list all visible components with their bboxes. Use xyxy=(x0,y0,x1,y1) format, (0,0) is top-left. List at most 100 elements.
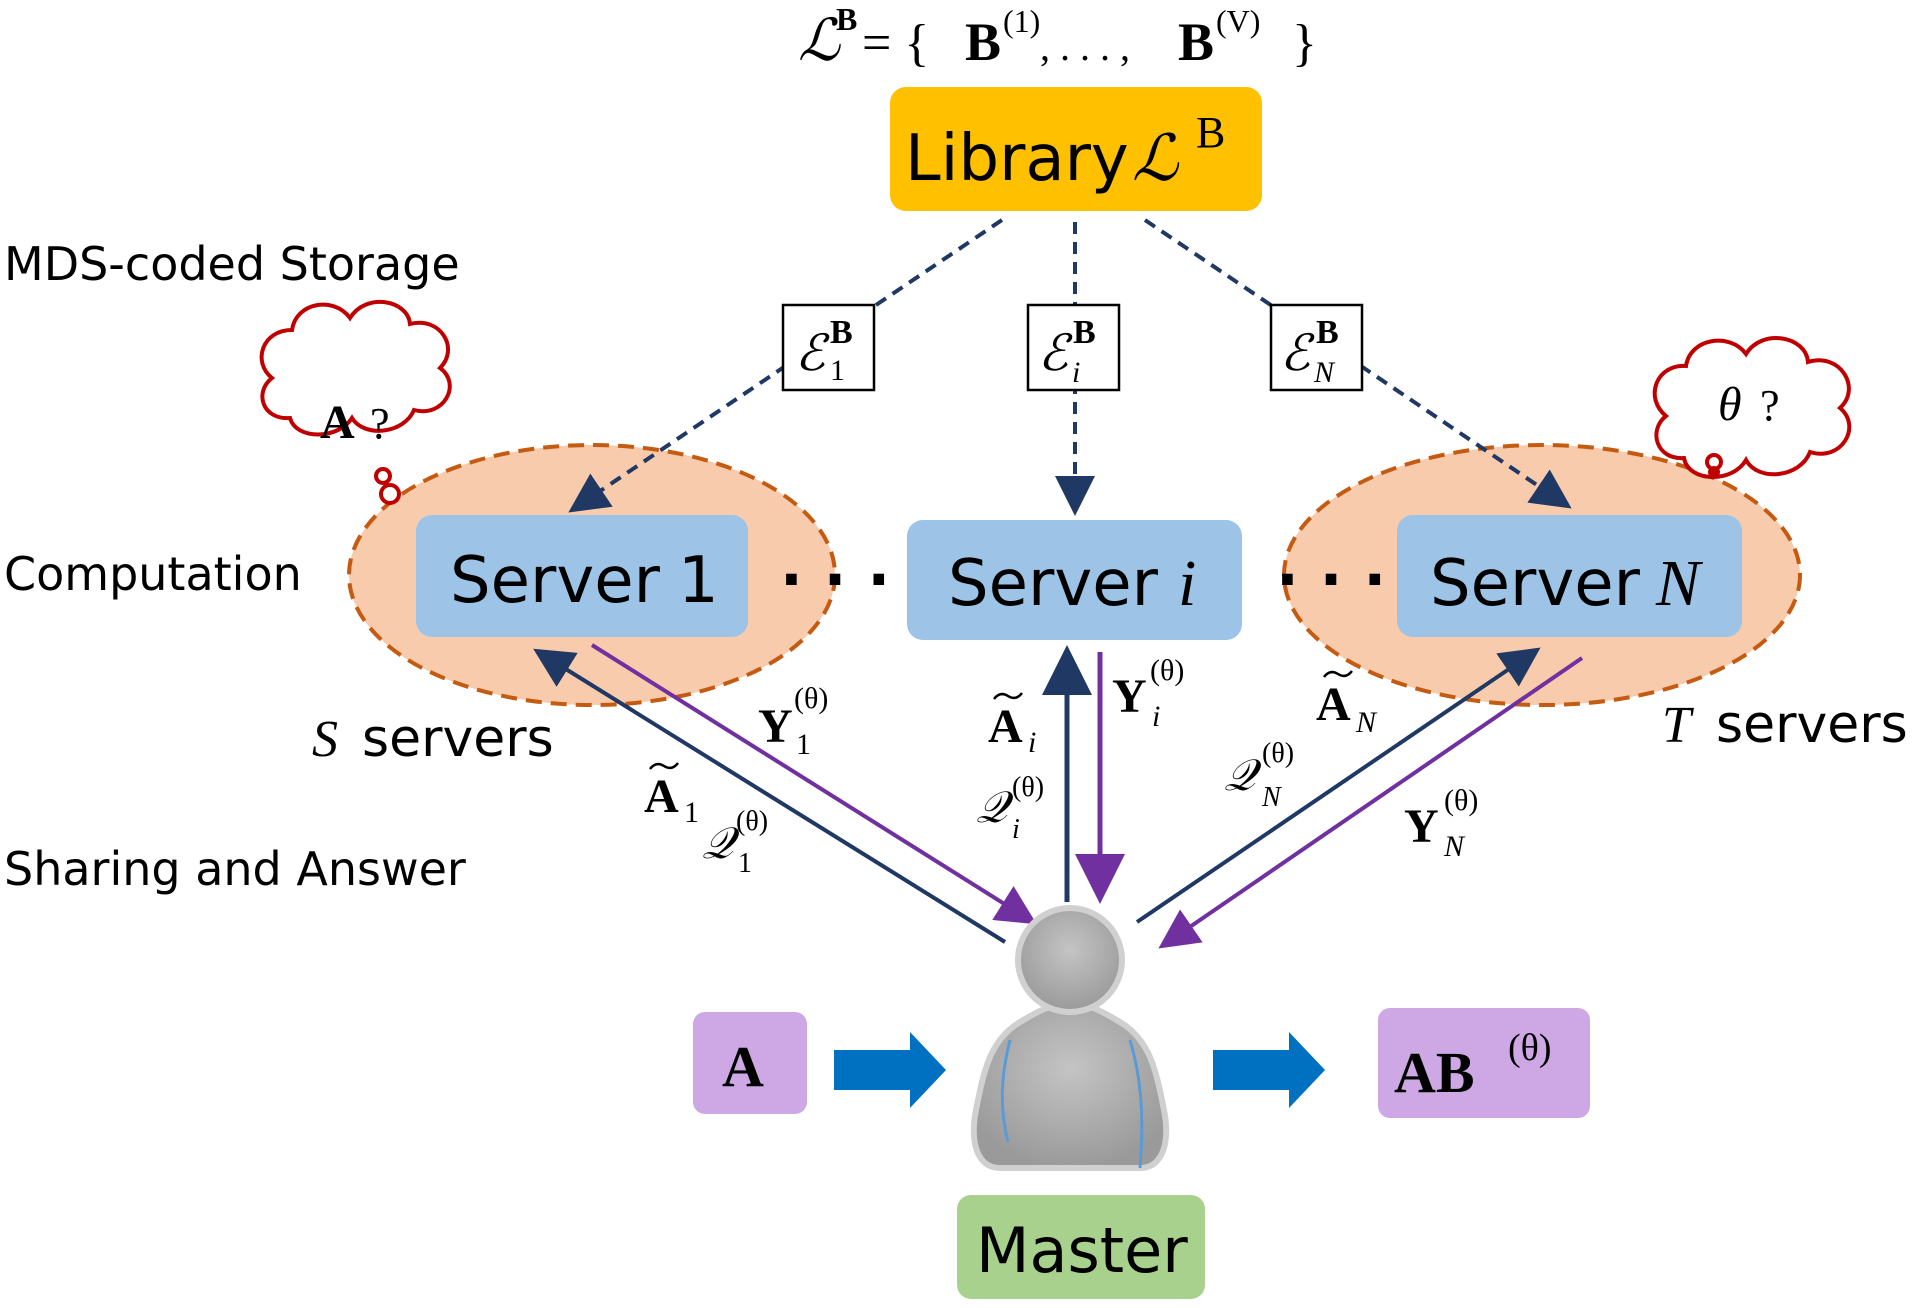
query-label-1: 𝒬 xyxy=(702,818,740,869)
library-set-formula: ℒ B = { B (1) , . . . , B (V) } xyxy=(798,1,1317,74)
encoding-script-n: ℰ xyxy=(1280,324,1315,382)
server-index-n: N xyxy=(1655,547,1704,620)
library-box xyxy=(890,87,1262,211)
group-s-text: servers xyxy=(362,709,554,769)
server-box-i xyxy=(907,520,1242,640)
query-sub-1: 1 xyxy=(738,848,752,879)
link-labels-i: A i 𝒬 (θ) i Y (θ) i xyxy=(976,654,1184,845)
thought-cloud-left: A ? xyxy=(259,299,452,505)
answer-label-1: Y xyxy=(758,700,793,753)
server-index-i: i xyxy=(1178,547,1196,620)
master-person-line-left xyxy=(1000,1039,1012,1143)
output-ab-box xyxy=(1378,1008,1590,1118)
input-a-label: A xyxy=(722,1034,764,1099)
output-ab-sup: (θ) xyxy=(1508,1027,1552,1069)
storage-link-n xyxy=(1143,218,1572,509)
encoding-box-frame-1 xyxy=(781,303,876,392)
answer-sup-i: (θ) xyxy=(1150,654,1184,687)
query-arrow-1 xyxy=(533,648,1007,944)
server-box-1 xyxy=(416,515,748,637)
query-matrix-sub-1: 1 xyxy=(684,796,699,829)
master-node: Master xyxy=(957,1195,1205,1299)
group-label-t: T servers xyxy=(1662,695,1908,755)
library-label-sup: B xyxy=(1196,108,1225,157)
thought-right-var: θ xyxy=(1718,378,1742,431)
thought-left-question: ? xyxy=(370,399,390,448)
link-labels-1: Y (θ) 1 A 1 𝒬 (θ) 1 xyxy=(644,682,828,879)
encoding-script-1: ℰ xyxy=(795,324,830,382)
query-matrix-sub-n: N xyxy=(1355,706,1378,739)
library-node: Library ℒ B xyxy=(890,87,1262,211)
tilde-1 xyxy=(649,762,679,770)
thought-left-matrix: A xyxy=(320,396,355,449)
query-sub-i: i xyxy=(1012,814,1020,845)
answer-arrow-n xyxy=(1158,656,1584,949)
library-label-script: ℒ xyxy=(1132,122,1180,196)
server-label-1: Server xyxy=(450,544,661,618)
group-t-var: T xyxy=(1662,697,1694,754)
storage-link-1 xyxy=(568,218,1004,513)
thought-right-question: ? xyxy=(1760,381,1780,430)
encoding-box-n: ℰ B N xyxy=(1269,303,1364,392)
output-ab: AB (θ) xyxy=(1378,1008,1590,1118)
encoding-box-frame-i xyxy=(1026,303,1121,392)
query-sup-n: (θ) xyxy=(1262,738,1294,769)
encoding-sup-i: B xyxy=(1073,314,1096,351)
encoding-sub-n: N xyxy=(1313,356,1336,389)
server-n: Server N xyxy=(1397,515,1742,637)
query-sub-n: N xyxy=(1261,782,1282,813)
master-person-icon xyxy=(970,905,1170,1171)
master-person-line-right xyxy=(1128,1039,1144,1169)
library-set-bv: B xyxy=(1178,12,1214,72)
section-label-storage: MDS-coded Storage xyxy=(4,237,460,291)
thought-bubble-right-2 xyxy=(1708,466,1720,478)
query-matrix-label-i: A xyxy=(988,700,1023,753)
library-set-b1: B xyxy=(965,12,1001,72)
server-i: Server i xyxy=(907,520,1242,640)
server-box-n xyxy=(1397,515,1742,637)
answer-sup-1: (θ) xyxy=(794,682,828,715)
master-person-head xyxy=(1015,905,1125,1015)
tilde-i xyxy=(993,692,1023,700)
library-set-ellipsis: , . . . , xyxy=(1040,24,1130,69)
group-label-s: S servers xyxy=(312,709,554,769)
link-labels-n: A N 𝒬 (θ) N Y (θ) N xyxy=(1224,670,1478,863)
query-label-n: 𝒬 xyxy=(1224,750,1262,801)
answer-sup-n: (θ) xyxy=(1444,784,1478,817)
group-s-var: S xyxy=(312,711,338,768)
thought-bubble-left-2 xyxy=(379,483,401,505)
encoding-sup-n: B xyxy=(1316,314,1339,351)
section-label-sharing: Sharing and Answer xyxy=(4,842,466,896)
query-sup-i: (θ) xyxy=(1012,772,1044,803)
query-matrix-label-1: A xyxy=(644,770,679,823)
answer-label-n: Y xyxy=(1404,800,1439,853)
library-set-equals: = { xyxy=(862,15,929,72)
library-set-symbol: ℒ xyxy=(798,6,841,74)
thought-bubble-left-1 xyxy=(374,467,392,485)
encoding-sup-1: B xyxy=(830,314,853,351)
input-a: A xyxy=(693,1012,807,1114)
input-arrow xyxy=(834,1032,946,1108)
thought-cloud-right-shape xyxy=(1652,336,1852,479)
answer-sub-n: N xyxy=(1443,830,1466,863)
ellipsis-right: · · · xyxy=(1276,545,1386,615)
encoding-sub-i: i xyxy=(1072,356,1080,389)
section-label-computation: Computation xyxy=(4,547,302,601)
library-set-bv-sup: (V) xyxy=(1216,3,1260,39)
ellipsis-left: · · · xyxy=(780,545,890,615)
encoding-script-i: ℰ xyxy=(1038,324,1073,382)
encoding-sub-1: 1 xyxy=(830,354,845,387)
query-matrix-sub-i: i xyxy=(1028,726,1036,759)
encoding-box-1: ℰ B 1 xyxy=(781,303,876,392)
answer-sub-1: 1 xyxy=(796,728,811,761)
server-1: Server 1 xyxy=(416,515,748,637)
answer-label-i: Y xyxy=(1112,670,1147,723)
query-label-i: 𝒬 xyxy=(976,782,1014,833)
library-label: Library xyxy=(905,122,1129,196)
group-t-text: servers xyxy=(1716,695,1908,755)
encoding-box-i: ℰ B i xyxy=(1026,303,1121,392)
library-set-b1-sup: (1) xyxy=(1003,3,1040,39)
thought-cloud-right: θ ? xyxy=(1652,336,1852,479)
answer-sub-i: i xyxy=(1152,700,1160,733)
